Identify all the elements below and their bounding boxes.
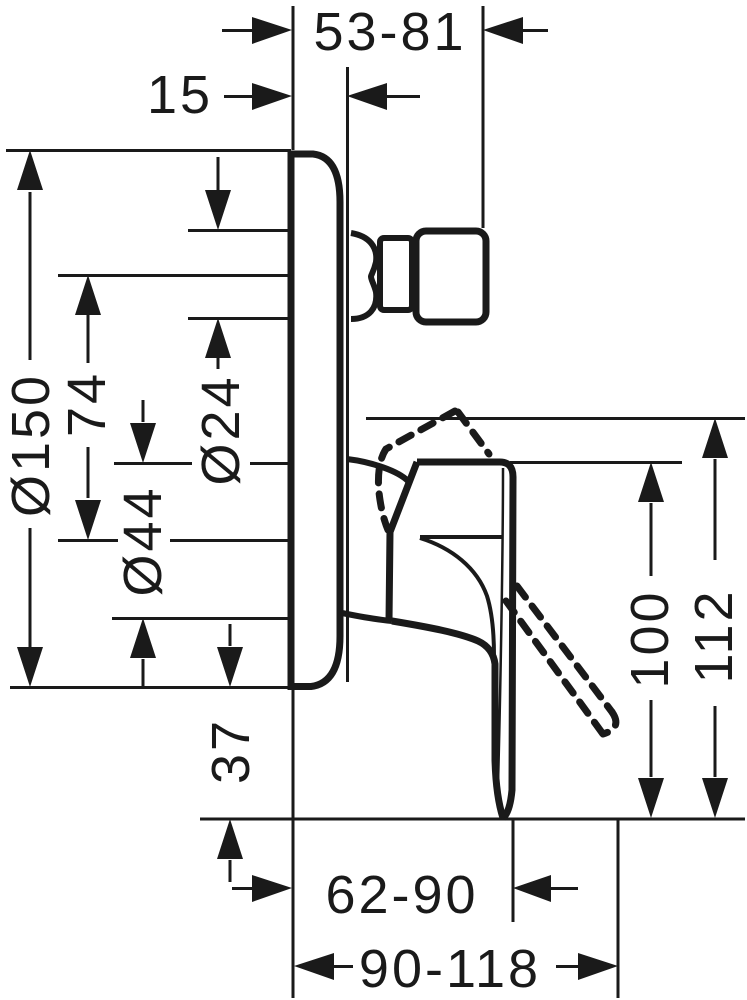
handle-lever [385, 458, 517, 821]
dim-handle-height: 100 [620, 462, 680, 818]
dim-label-reach: 62-90 [325, 865, 478, 925]
dim-label-top-depth: 53-81 [313, 2, 466, 62]
handle-front-edge [391, 617, 507, 820]
handle-edge-highlight [496, 467, 505, 785]
arrowheads [638, 462, 664, 818]
dashed-lever-open-front [502, 597, 607, 738]
dim-label-center-offset: 74 [57, 371, 117, 437]
arrowheads [252, 83, 387, 110]
spindle-shaft [377, 235, 415, 313]
dim-plate-thickness: 15 [147, 65, 420, 125]
dashed-lever-open-tip [599, 708, 620, 738]
extension-lines [6, 6, 745, 998]
arrowheads [702, 418, 728, 818]
sleeve-bottom-edge [341, 610, 393, 624]
handle-lever-dashed [374, 407, 620, 738]
dim-label-body-diameter: Ø44 [113, 485, 173, 596]
dim-reach: 62-90 [232, 865, 578, 925]
dashed-lever-up-right [454, 408, 493, 458]
dim-label-below-plate: 37 [201, 718, 261, 784]
arrowheads [294, 953, 618, 980]
dim-label-handle-height: 100 [620, 589, 680, 688]
dashed-lever-open-back [513, 582, 616, 716]
escutcheon-plate [287, 150, 344, 690]
dim-below-plate: 37 [201, 624, 261, 882]
arrowheads [205, 190, 231, 358]
dim-handle-height-open: 112 [684, 418, 744, 818]
dim-label-handle-height-open: 112 [684, 588, 744, 683]
dim-spindle-diameter: Ø24 [191, 157, 251, 486]
plate-outline [287, 150, 344, 690]
handle-inner-curve [419, 536, 496, 657]
dim-reach-open: 90-118 [294, 939, 618, 999]
dim-top-depth: 53-81 [222, 2, 548, 62]
spindle-nut [412, 227, 490, 326]
sleeve-top-edge [346, 456, 411, 484]
dim-label-reach-open: 90-118 [359, 939, 541, 999]
cartridge-spindle [350, 227, 490, 326]
dim-body-diameter: Ø44 [113, 400, 173, 686]
spindle-collar [350, 230, 380, 322]
dim-label-plate-thickness: 15 [147, 65, 213, 125]
dim-label-spindle-diameter: Ø24 [191, 374, 251, 485]
dashed-lever-up-left [374, 407, 459, 534]
dim-plate-diameter: Ø150 [1, 150, 61, 687]
dim-label-plate-diameter: Ø150 [1, 373, 61, 517]
handle-left-edge [385, 460, 421, 622]
handle-top-and-back-edge [417, 458, 517, 821]
dim-center-offset: 74 [57, 275, 117, 540]
